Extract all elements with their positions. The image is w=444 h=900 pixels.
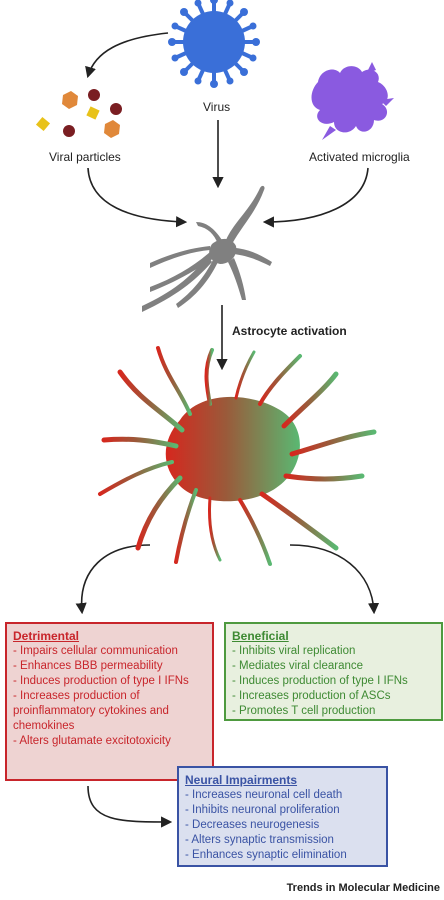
list-item: - Increases production of: [13, 690, 140, 702]
neural-impairments-list: - Increases neuronal cell death - Inhibi…: [185, 788, 380, 863]
detrimental-box: Detrimental - Impairs cellular communica…: [5, 622, 214, 781]
virus-icon: [168, 0, 260, 88]
list-item: chemokines: [13, 720, 75, 732]
detrimental-list: - Impairs cellular communication - Enhan…: [13, 644, 206, 749]
neural-impairments-title: Neural Impairments: [185, 773, 298, 787]
list-item: - Impairs cellular communication: [13, 645, 178, 657]
list-item: - Enhances synaptic elimination: [185, 849, 347, 861]
viral-particles-icon: [35, 89, 122, 138]
list-item: - Induces production of type I IFNs: [232, 675, 408, 687]
activated-microglia-label: Activated microglia: [309, 150, 410, 164]
list-item: proinflammatory cytokines and: [13, 705, 169, 717]
list-item: - Alters synaptic transmission: [185, 834, 334, 846]
list-item: - Promotes T cell production: [232, 705, 376, 717]
arrows: [75, 32, 380, 828]
astrocyte-activation-label: Astrocyte activation: [232, 324, 347, 338]
list-item: - Decreases neurogenesis: [185, 819, 320, 831]
resting-astrocyte-icon: [142, 185, 272, 312]
list-item: - Induces production of type I IFNs: [13, 675, 189, 687]
viral-particles-label: Viral particles: [49, 150, 121, 164]
beneficial-box: Beneficial - Inhibits viral replication …: [224, 622, 443, 721]
list-item: - Inhibits viral replication: [232, 645, 356, 657]
list-item: - Alters glutamate excitotoxicity: [13, 735, 171, 747]
neural-impairments-box: Neural Impairments - Increases neuronal …: [177, 766, 388, 867]
list-item: - Increases neuronal cell death: [185, 789, 343, 801]
activated-astrocyte-icon: [98, 346, 377, 566]
list-item: - Increases production of ASCs: [232, 690, 391, 702]
list-item: - Inhibits neuronal proliferation: [185, 804, 340, 816]
beneficial-list: - Inhibits viral replication - Mediates …: [232, 644, 435, 719]
beneficial-title: Beneficial: [232, 629, 289, 643]
list-item: - Enhances BBB permeability: [13, 660, 163, 672]
microglia-icon: [311, 62, 394, 140]
virus-label: Virus: [203, 100, 231, 114]
journal-brand: Trends in Molecular Medicine: [286, 882, 440, 894]
list-item: - Mediates viral clearance: [232, 660, 364, 672]
detrimental-title: Detrimental: [13, 629, 80, 643]
